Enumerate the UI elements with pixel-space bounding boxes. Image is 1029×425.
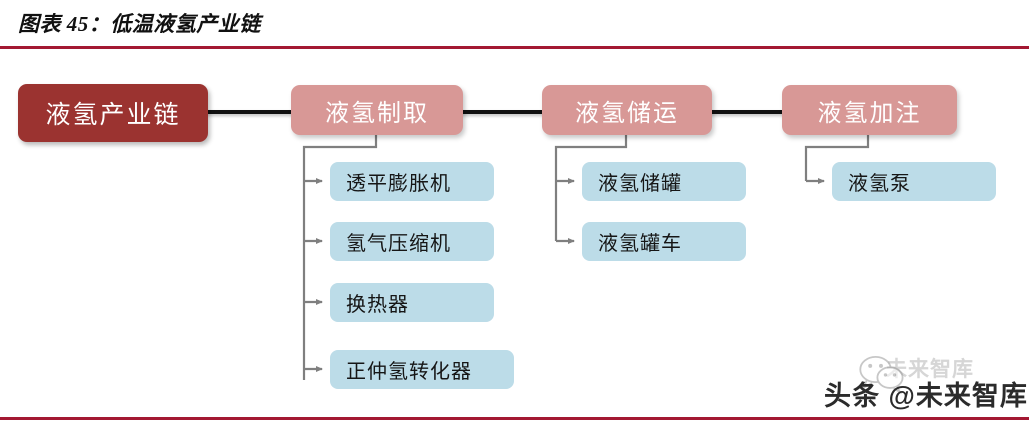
node-leaf-label: 液氢泵	[848, 173, 911, 195]
node-leaf-tanker-truck[interactable]: 液氢罐车	[582, 222, 746, 261]
watermark-faint-text: 未来智库	[886, 358, 974, 381]
node-leaf-label: 正仲氢转化器	[346, 361, 472, 383]
node-leaf-turbo-expander[interactable]: 透平膨胀机	[330, 162, 494, 201]
watermark-main-text: 头条 @未来智库	[824, 381, 1028, 411]
footer-divider	[0, 417, 1029, 420]
node-leaf-label: 换热器	[346, 294, 409, 316]
figure-title: 图表 45：低温液氢产业链	[18, 12, 261, 36]
node-leaf-label: 液氢储罐	[598, 173, 682, 195]
node-leaf-liquid-hydrogen-pump[interactable]: 液氢泵	[832, 162, 996, 201]
node-leaf-ortho-para-converter[interactable]: 正仲氢转化器	[330, 350, 514, 389]
connector-stage-2-to-stage-3	[708, 110, 788, 114]
node-stage-1[interactable]: 液氢制取	[291, 85, 463, 135]
node-leaf-label: 透平膨胀机	[346, 173, 451, 195]
connector-root-to-stage-1	[205, 110, 305, 114]
node-stage-2[interactable]: 液氢储运	[542, 85, 712, 135]
node-stage-2-label: 液氢储运	[575, 100, 679, 127]
node-leaf-hydrogen-compressor[interactable]: 氢气压缩机	[330, 222, 494, 261]
connector-stage-1-to-stage-2	[458, 110, 558, 114]
node-stage-3-label: 液氢加注	[817, 100, 922, 127]
wechat-icon	[859, 356, 904, 394]
header-divider	[0, 46, 1029, 49]
node-leaf-label: 液氢罐车	[598, 233, 682, 255]
node-root-label: 液氢产业链	[45, 102, 181, 129]
node-stage-3[interactable]: 液氢加注	[782, 85, 957, 135]
node-leaf-label: 氢气压缩机	[346, 233, 451, 255]
watermark: 未来智库 头条 @未来智库	[822, 352, 1027, 414]
node-leaf-liquid-hydrogen-tank[interactable]: 液氢储罐	[582, 162, 746, 201]
node-stage-1-label: 液氢制取	[325, 100, 429, 127]
node-root[interactable]: 液氢产业链	[18, 84, 208, 142]
node-leaf-heat-exchanger[interactable]: 换热器	[330, 283, 494, 322]
